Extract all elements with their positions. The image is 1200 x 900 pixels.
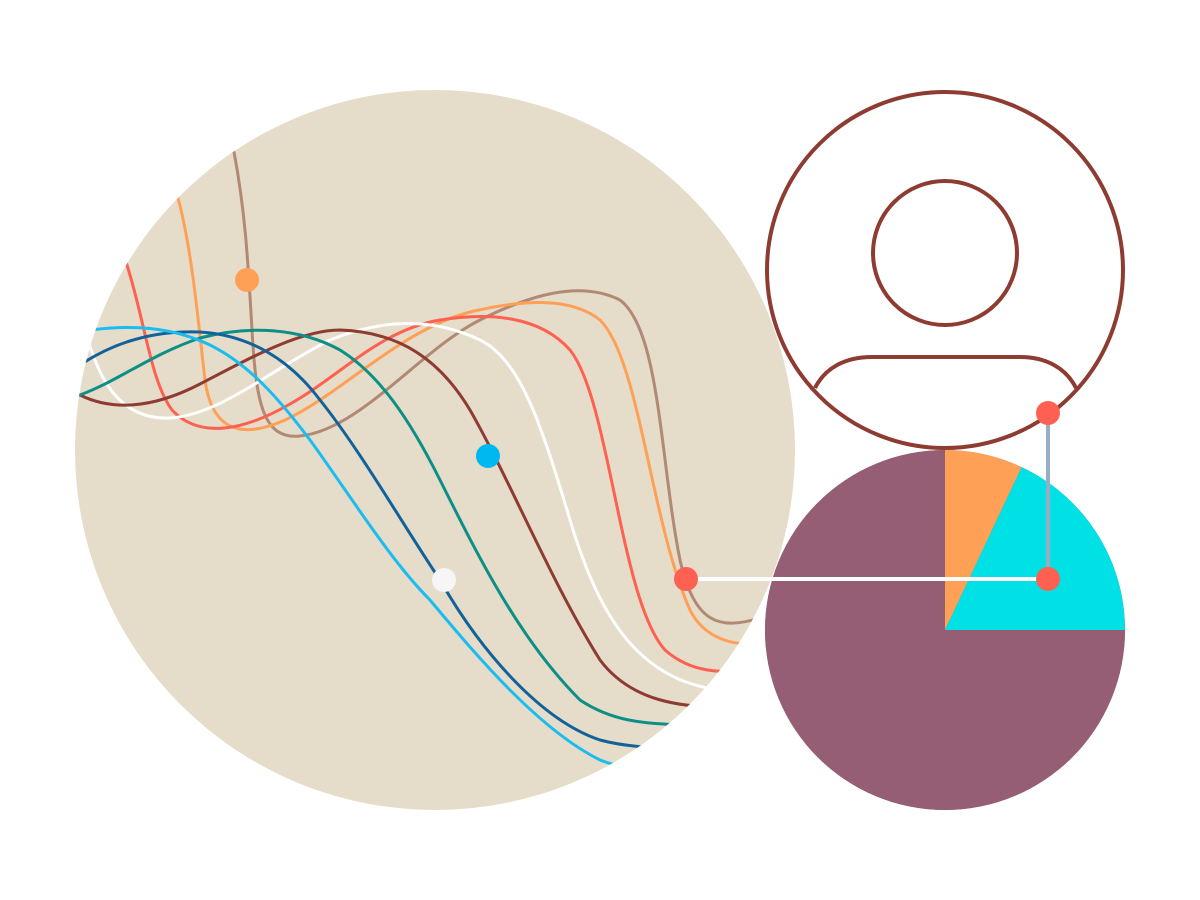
marker-red-6 [1036,567,1060,591]
wave-maroon [78,328,742,709]
marker-orange-1 [235,268,259,292]
pie-slice-cyan [945,467,1125,630]
avatar-head [871,179,1019,327]
pie-slice-orange [945,450,1022,630]
wave-red [124,260,762,673]
wave-navy [78,330,692,750]
marker-dots [235,268,1060,592]
marker-red-5 [1036,401,1060,425]
pie-slice-main [765,450,1125,810]
marker-blue-2 [476,444,500,468]
avatar-shoulders [813,355,1078,389]
wave-background-circle [75,90,795,810]
wave-sky [88,325,662,772]
user-avatar-icon [765,90,1125,450]
wave-white [86,321,722,692]
avatar-outer-ring [765,90,1125,450]
marker-white-3 [432,568,456,592]
wave-lines-group [78,150,772,772]
pie-chart [765,450,1125,810]
marker-red-4 [674,567,698,591]
